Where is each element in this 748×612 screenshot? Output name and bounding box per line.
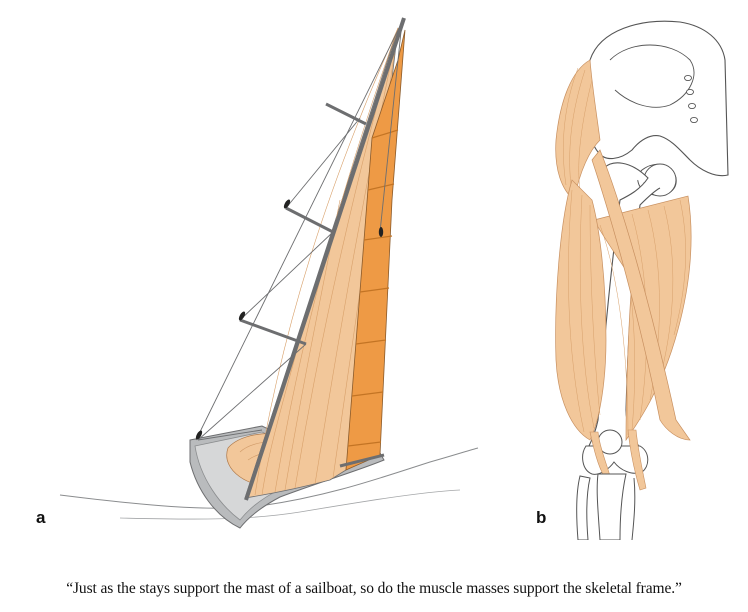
panel-label-b: b <box>536 508 547 527</box>
sailboat-spreaders <box>239 102 367 346</box>
pelvis-bone <box>586 20 729 177</box>
lateral-thigh-fibres <box>568 189 601 433</box>
lateral-hip-fibres <box>563 67 593 196</box>
knee-tendons <box>589 429 647 491</box>
tibia-bone <box>596 473 627 540</box>
water-line <box>119 489 461 520</box>
figure-caption: “Just as the stays support the mast of a… <box>66 580 682 597</box>
pelvis-inner-contour <box>609 44 695 108</box>
fibula-bone <box>576 475 591 540</box>
water-line <box>59 447 479 509</box>
headsail-battens <box>347 129 399 447</box>
sartorius-muscle <box>591 149 691 441</box>
panel-label-a: a <box>36 508 46 527</box>
figure-illustration <box>59 17 729 540</box>
hip-thigh-illustration <box>555 20 729 540</box>
sailboat-boom <box>339 453 385 468</box>
sailboat-stays <box>195 21 403 441</box>
lateral-thigh-muscle <box>555 179 607 441</box>
leg-outline <box>631 477 636 540</box>
stay-fittings <box>195 199 384 440</box>
sacral-foramina <box>684 74 698 124</box>
sailboat-mast <box>244 17 406 501</box>
sailboat-illustration <box>59 17 479 529</box>
